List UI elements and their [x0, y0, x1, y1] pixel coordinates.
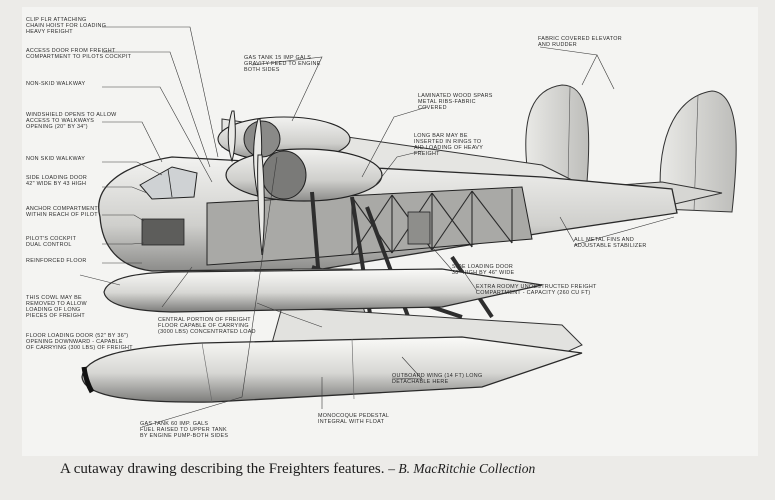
label-non-skid-side: NON SKID WALKWAY [26, 156, 85, 162]
fuel-drum [407, 211, 431, 245]
label-laminated: LAMINATED WOOD SPARS METAL RIBS-FABRIC C… [418, 93, 495, 111]
cutaway-compartment [206, 186, 533, 266]
label-clip-fin: CLIP FLR ATTACHING CHAIN HOIST FOR LOADI… [26, 17, 108, 35]
label-extra-room: EXTRA ROOMY UNOBSTRUCTED FREIGHT COMPART… [476, 284, 598, 296]
caption-text: A cutaway drawing describing the Freight… [60, 461, 385, 477]
label-long-bar: LONG BAR MAY BE INSERTED IN RINGS TO AID… [414, 133, 485, 157]
label-metal-fins: ALL METAL FINS AND ADJUSTABLE STABILIZER [574, 237, 647, 249]
rear-fin [525, 84, 590, 186]
label-windshield: WINDSHIELD OPENS TO ALLOW ACCESS TO WALK… [26, 112, 118, 130]
label-pedestal: MONOCOQUE PEDESTAL INTEGRAL WITH FLOAT [318, 413, 391, 425]
figure-caption: A cutaway drawing describing the Freight… [60, 461, 750, 478]
figure-plate: CLIP FLR ATTACHING CHAIN HOIST FOR LOADI… [22, 7, 758, 456]
label-cowl: THIS COWL MAY BE REMOVED TO ALLOW LOADIN… [26, 295, 89, 319]
label-outboard-wing: OUTBOARD WING (14 FT) LONG DETACHABLE HE… [392, 373, 484, 385]
label-floor-door: FLOOR LOADING DOOR (52" BY 36") OPENING … [26, 333, 133, 351]
label-anchor: ANCHOR COMPARTMENT WITHIN REACH OF PILOT [26, 206, 100, 218]
label-gas-tank-top: GAS TANK 15 IMP GALS GRAVITY FEED TO ENG… [244, 55, 322, 73]
label-reinforced-floor: REINFORCED FLOOR [26, 258, 87, 264]
tail-fin [659, 90, 737, 213]
label-fabric-elevator: FABRIC COVERED ELEVATOR AND RUDDER [538, 36, 624, 48]
anchor-box [141, 218, 185, 246]
label-gas-tank-bottom: GAS TANK 60 IMP. GALS FUEL RAISED TO UPP… [140, 421, 229, 439]
label-side-door-right: SIDE LOADING DOOR 38" HIGH BY 46" WIDE [452, 264, 515, 276]
label-pilot-control: PILOT'S COCKPIT DUAL CONTROL [26, 236, 78, 248]
label-central-floor: CENTRAL PORTION OF FREIGHT FLOOR CAPABLE… [158, 317, 256, 335]
label-non-skid-top: NON-SKID WALKWAY [26, 81, 86, 87]
leader-lines [79, 26, 675, 428]
label-side-door-left: SIDE LOADING DOOR 42" WIDE BY 43 HIGH [26, 175, 89, 187]
float-main [81, 336, 583, 403]
float-upper [103, 268, 543, 313]
aircraft-cutaway-drawing: CLIP FLR ATTACHING CHAIN HOIST FOR LOADI… [26, 17, 737, 439]
cockpit-window [139, 166, 198, 200]
label-access-door: ACCESS DOOR FROM FREIGHT COMPARTMENT TO … [26, 48, 132, 60]
propeller [227, 110, 265, 256]
caption-credit: – B. MacRitchie Collection [388, 461, 536, 476]
